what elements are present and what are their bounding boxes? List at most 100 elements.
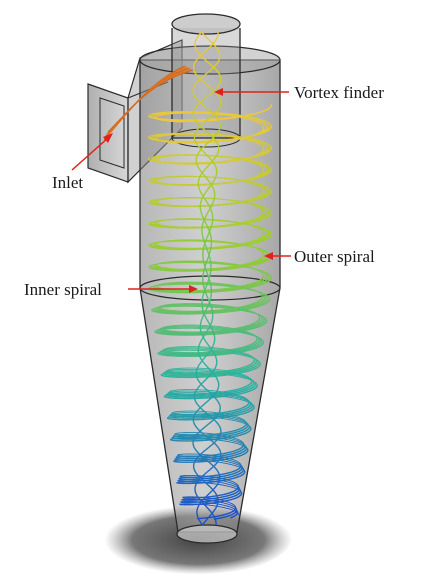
outer-spiral-strand [213,433,219,435]
outer-spiral-strand [239,373,244,376]
outer-spiral-strand [229,413,236,416]
outer-spiral-strand [160,283,166,285]
outer-spiral-strand [259,163,264,167]
outer-spiral-strand [237,115,246,118]
outer-spiral-strand [233,264,242,268]
outer-spiral-strand [237,305,245,309]
outer-spiral-strand [220,394,227,396]
outer-spiral-strand [245,331,251,334]
outer-spiral-strand [246,266,253,269]
outer-spiral-strand [152,134,158,136]
outer-spiral-strand [261,186,265,189]
outer-spiral-strand [223,456,228,459]
outer-spiral-strand [243,353,249,357]
outer-spiral-strand [240,399,245,402]
outer-spiral-strand [213,284,223,287]
outer-spiral-strand [226,393,233,396]
outer-spiral-strand [159,133,166,136]
outer-spiral-strand [248,303,254,306]
outer-spiral-strand [158,156,163,158]
outer-spiral-strand [253,183,258,187]
outer-spiral-strand [266,207,271,211]
outer-spiral-strand [229,223,237,226]
outer-spiral-strand [219,412,226,415]
outer-spiral-strand [218,327,226,329]
outer-spiral-strand [230,484,234,487]
outer-spiral-strand [256,260,263,264]
outer-spiral-strand [253,283,261,286]
outer-spiral-strand [256,218,263,222]
outer-spiral-strand [262,293,266,296]
outer-spiral-strand [245,159,253,162]
outer-spiral-strand [225,455,231,458]
outer-spiral-strand [235,394,241,397]
outer-spiral-strand [251,218,257,221]
outer-spiral-strand [233,158,241,161]
outer-spiral-strand [233,464,238,467]
outer-spiral-strand [222,458,228,461]
outer-spiral-strand [229,438,235,440]
outer-spiral-strand [267,251,271,254]
outer-spiral-strand [228,288,238,291]
outer-spiral-strand [241,201,248,204]
outer-spiral-strand [223,482,228,485]
outer-spiral-strand [246,241,254,245]
outer-spiral-strand [261,206,266,210]
outer-spiral-strand [153,135,158,137]
outer-spiral-strand [231,178,239,181]
outer-spiral-strand [223,284,232,287]
outer-spiral-strand [227,505,231,508]
outer-spiral-strand [260,163,266,166]
outer-spiral-strand [223,289,233,292]
outer-spiral-strand [232,419,238,422]
outer-spiral-strand [250,116,257,119]
outer-spiral-strand [216,304,224,306]
outer-spiral-strand [221,502,226,504]
outer-spiral-strand [251,303,257,307]
outer-spiral-strand [156,133,162,136]
outer-spiral-strand [251,239,258,243]
outer-spiral-strand [154,112,159,114]
outer-spiral-strand [210,436,217,439]
outer-spiral-strand [211,454,217,457]
outer-spiral-strand [246,332,253,335]
outer-spiral-strand [221,285,231,288]
outer-spiral-strand [243,324,250,328]
outer-spiral-strand [236,137,244,140]
outer-spiral-strand [252,262,259,266]
outer-spiral-strand [162,198,167,200]
outer-spiral-strand [215,348,223,351]
outer-spiral-strand [226,459,232,462]
outer-spiral-strand [238,116,246,119]
outer-spiral-strand [210,282,219,285]
outer-spiral-strand [159,198,164,201]
outer-spiral-strand [258,239,265,243]
outer-spiral-strand [234,374,241,377]
inlet-arrow [71,137,109,171]
outer-spiral-strand [242,353,248,356]
outer-spiral-strand [216,347,224,350]
outer-spiral-strand [214,161,223,164]
outer-spiral-strand [221,262,230,264]
outer-spiral-strand [241,220,249,224]
outer-spiral-strand [251,267,257,270]
outer-spiral-strand [243,327,251,330]
outer-spiral-strand [258,204,265,208]
outer-spiral-strand [229,433,236,437]
outer-spiral-strand [256,205,262,208]
outer-spiral-strand [211,326,220,329]
outer-spiral-strand [213,332,222,335]
outer-spiral-strand [256,248,261,251]
inner-spiral-arrowhead [189,285,198,293]
outer-spiral-strand [233,388,240,391]
outer-spiral-strand [248,245,254,248]
outer-spiral-strand [266,143,271,146]
outer-spiral-strand [217,503,222,506]
outer-spiral-strand [235,398,241,400]
outer-spiral-strand [249,332,254,335]
outer-spiral-strand [239,309,247,312]
outer-spiral-strand [246,307,254,310]
outer-spiral-strand [225,287,235,290]
outer-spiral-strand [261,227,267,230]
outer-spiral-arrowhead [264,252,273,260]
